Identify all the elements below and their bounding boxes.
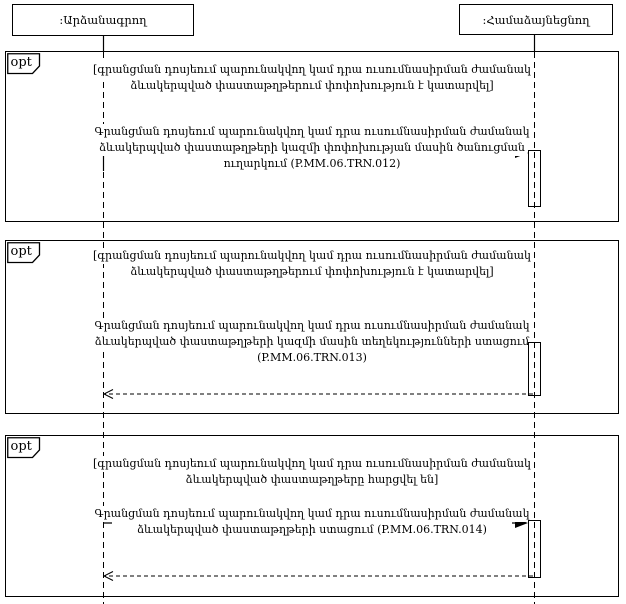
opt-fragment-1 (5, 51, 619, 222)
message-text-line: ձևակերպված փաստաթղթերի ստացում (P.MM.06.… (135, 522, 489, 538)
guard-text-line: ձևակերպված փաստաթղթերում փոփոխություն է … (128, 264, 496, 280)
activation-bar-3 (528, 520, 541, 578)
guard-condition-1: [գրանցման դոսյեում պարունակվող կամ դրա ո… (91, 62, 533, 94)
message-text-line: ձևակերպված փաստաթղթերի կազմի մասին տեղեկ… (92, 334, 532, 350)
open-arrowhead-icon (102, 571, 114, 581)
activation-bar-2 (528, 342, 541, 396)
guard-text-line: ձևակերպված փաստաթղթերում փոփոխություն է … (128, 78, 496, 94)
message-label-3: Գրանցման դոսյեում պարունակվող կամ դրա ու… (92, 506, 532, 538)
fragment-operator-label: opt (10, 438, 32, 454)
guard-text-line: [գրանցման դոսյեում պարունակվող կամ դրա ո… (91, 456, 533, 472)
guard-text-line: [գրանցման դոսյեում պարունակվող կամ դրա ո… (91, 248, 533, 264)
guard-text-line: [գրանցման դոսյեում պարունակվող կամ դրա ո… (91, 62, 533, 78)
operator-pentagon-shape (6, 436, 40, 458)
message-text-line: Գրանցման դոսյեում պարունակվող կամ դրա ու… (92, 124, 532, 140)
opt-fragment-3 (5, 435, 619, 597)
participant-label-registrar: :Արձանագրող (59, 13, 147, 27)
message-text-line: Գրանցման դոսյեում պարունակվող կամ դրա ու… (92, 318, 532, 334)
message-label-1: Գրանցման դոսյեում պարունակվող կամ դրա ու… (92, 124, 532, 172)
guard-condition-3: [գրանցման դոսյեում պարունակվող կամ դրա ո… (91, 456, 533, 488)
fragment-operator-label: opt (10, 54, 32, 70)
message-text-line: Գրանցման դոսյեում պարունակվող կամ դրա ու… (92, 506, 532, 522)
message-text-line: (P.MM.06.TRN.013) (255, 350, 369, 366)
message-text-line: ուղարկում (P.MM.06.TRN.012) (221, 156, 403, 172)
fragment-operator-label: opt (10, 243, 32, 259)
open-arrowhead-icon (102, 389, 114, 399)
message-text-line: ձևակերպված փաստաթղթերի կազմի փոփոխության… (97, 140, 527, 156)
fragment-operator-pentagon-3: opt (6, 436, 41, 459)
guard-text-line: ձևակերպված փաստաթղթերը հարցվել են] (183, 472, 441, 488)
operator-pentagon-shape (6, 241, 40, 263)
guard-condition-2: [գրանցման դոսյեում պարունակվող կամ դրա ո… (91, 248, 533, 280)
participant-box-approver: :Համաձայնեցնող (459, 4, 613, 35)
participant-label-approver: :Համաձայնեցնող (482, 12, 590, 27)
activation-bar-1 (528, 150, 541, 207)
return-message-arrow-2 (102, 389, 533, 399)
opt-fragment-2 (5, 240, 619, 414)
fragment-operator-pentagon-1: opt (6, 52, 41, 75)
operator-pentagon-shape (6, 52, 40, 74)
return-message-arrow-3 (102, 571, 533, 581)
participant-box-registrar: :Արձանագրող (12, 4, 194, 36)
fragment-operator-pentagon-2: opt (6, 241, 41, 264)
message-label-2: Գրանցման դոսյեում պարունակվող կամ դրա ու… (92, 318, 532, 366)
